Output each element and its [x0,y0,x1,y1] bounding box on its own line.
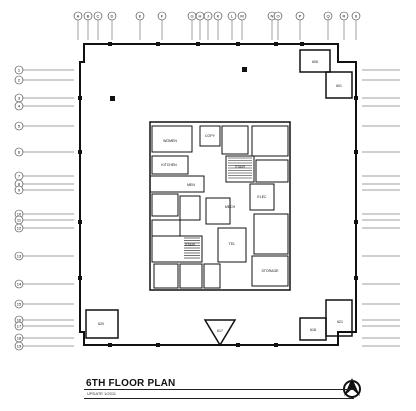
grid-row-label: 1 [18,68,21,73]
grid-row-label: 14 [17,282,22,287]
room-elec-label: ELEC [257,195,267,199]
grid-column-label: M [240,14,243,19]
room-stair-2-label: STAIR [185,243,196,247]
grid-column-label: L [231,14,234,19]
plan-update-note: UPDATE 1/2011 [87,391,116,396]
grid-column-label: C [97,14,100,19]
grid-row-label: 15 [17,302,22,307]
title-rule-top [84,389,354,390]
grid-row-label: 8 [18,182,21,187]
perimeter-columns [78,42,358,347]
grid-row-label: 17 [17,324,22,329]
grid-column-label: N [271,14,274,19]
grid-row-label: 5 [18,124,21,129]
grid-column-label: F [161,14,164,19]
grid-row-label: 16 [17,318,22,323]
room-618-label: 618 [310,328,316,332]
grid-column-label: K [217,14,220,19]
room-620-outline [85,309,119,339]
grid-row-label: 7 [18,174,21,179]
grid-column-label: J [207,14,209,19]
grid-column-label: P [299,14,302,19]
grid-row-label: 9 [18,188,21,193]
room-617-outline [203,319,237,347]
room-621-label: 621 [337,320,343,324]
room-stair-1-label: STAIR [235,165,246,169]
grid-lines [23,20,400,347]
room-women-label: WOMEN [163,139,177,143]
grid-row-label: 6 [18,150,21,155]
building-core [149,121,291,291]
room-606-outline [299,49,331,73]
grid-column-label: O [276,14,279,19]
grid-row-label: 2 [18,78,21,83]
room-storage-label: STORAGE [261,269,279,273]
room-kitchen-label: KITCHEN [161,163,177,167]
room-men-label: MEN [187,183,195,187]
room-621-outline [325,299,353,337]
grid-column-label: E [139,14,142,19]
grid-row-label: 18 [17,336,22,341]
title-rule-bottom [84,398,354,399]
grid-row-label: 12 [17,226,22,231]
stair-treads [184,157,252,259]
grid-column-label: B [87,14,90,19]
room-601-outline [325,71,353,99]
grid-column-label: Q [326,14,329,19]
grid-row-label: 19 [17,344,22,349]
grid-column-label: A [77,14,80,19]
grid-row-label: 10 [17,212,22,217]
room-tel-label: TEL [229,242,235,246]
grid-row-label: 3 [18,96,21,101]
room-copy-label: COPY [205,134,216,138]
plan-title: 6TH FLOOR PLAN [86,378,176,389]
room-606-label: 606 [312,60,318,64]
room-620-label: 620 [98,322,104,326]
grid-column-label: G [190,14,193,19]
grid-row-label: 4 [18,104,21,109]
grid-column-label: H [199,14,202,19]
grid-column-label: D [111,14,114,19]
room-601-label: 601 [336,84,342,88]
grid-column-label: R [343,14,346,19]
room-mech-label: MECH [225,205,236,209]
north-arrow-icon [343,378,361,398]
room-617-label: 617 [217,329,223,333]
grid-row-label: 11 [17,218,22,223]
grid-column-label: S [355,14,358,19]
grid-row-label: 13 [17,254,22,259]
exterior-wall [79,43,357,346]
